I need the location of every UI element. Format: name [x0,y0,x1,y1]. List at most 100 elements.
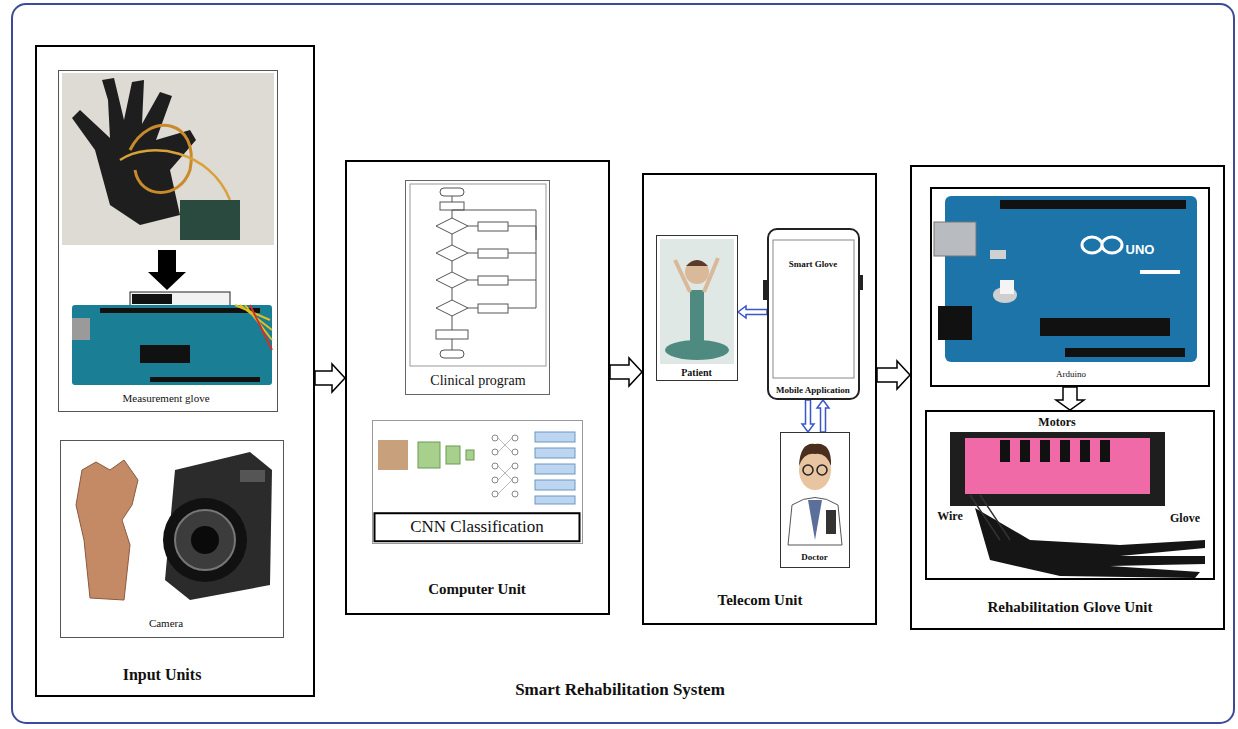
hand-photo [76,460,138,600]
patient-figure [686,260,708,266]
node-label: Smart Glove [789,259,838,269]
camcorder [163,498,247,582]
null [1100,440,1110,462]
node-label: Patient [681,367,712,379]
null [492,463,498,469]
link-arrow [817,400,829,432]
flowchart [410,184,546,366]
flowchart [478,249,508,258]
doctor-figure [788,498,842,546]
cnn-sketch [535,496,575,504]
outer-frame [12,4,1234,723]
flowchart [452,196,536,350]
null [492,477,498,483]
unit-box: Rehabilitation Glove Unit ArduinoMotorsWi… [910,165,1225,630]
arduino-board [938,306,972,340]
cnn-sketch [498,438,512,494]
arduino-board-small [100,308,260,313]
doctor-figure [826,510,836,534]
arduino-board [1082,237,1122,253]
phone-screen [773,240,854,378]
glove-photo [62,73,274,245]
image-panel: Measurement glove [58,70,278,412]
null [492,435,518,497]
image-panel: Doctor [780,432,850,568]
null [512,491,518,497]
node-label: Glove [1170,512,1200,526]
arduino-board [1000,200,1186,209]
null [512,435,518,441]
null [492,491,498,497]
image-panel: CNN Classification [372,420,583,544]
glove-device [975,508,1205,578]
link-arrow [738,306,767,318]
arduino-board [934,196,1197,362]
flowchart [440,202,464,210]
node-label: Wire [937,510,963,524]
cnn-sketch [535,464,575,474]
node-label: Mobile Application [776,385,850,395]
camcorder [163,452,272,600]
arduino-board-small [250,305,272,350]
arduino-board-small [130,292,230,306]
arduino-board-small [72,292,272,385]
node-label: Clinical program [430,373,525,389]
glove-device [970,495,1010,540]
node-label: Motors [1038,416,1075,430]
arduino-board [1140,270,1180,274]
null [1040,440,1050,462]
glove-device [965,438,1150,494]
patient-figure [685,260,709,284]
camcorder [191,526,219,554]
cnn-sketch [378,440,408,470]
glove-photo [180,200,240,240]
arduino-board-small [72,318,90,340]
cnn-sketch [535,448,575,458]
node-label: Arduino [1056,369,1086,379]
board-marking: UNO [1126,243,1155,258]
flowchart [440,350,464,358]
cnn-sketch [535,432,575,442]
null [492,449,498,455]
down-arrow [148,250,186,290]
phone-box: Smart GloveMobile Application [767,228,860,400]
arduino-board [934,222,976,256]
flowchart [436,245,468,261]
arduino-board-small [72,305,272,385]
node-label: Telecom Unit [718,592,803,609]
cnn-sketch [418,442,440,468]
cnn-sketch [535,480,575,490]
image-panel: Camera [60,440,284,638]
null [512,463,518,469]
node-label: Rehabilitation Glove Unit [987,599,1152,616]
flowchart [436,218,468,234]
flowchart [478,222,508,231]
camcorder [240,470,265,482]
camcorder [175,510,235,570]
null [1060,440,1070,462]
patient-figure [675,258,718,292]
block-arrow [1056,387,1084,410]
patient-figure [660,239,734,364]
null [1000,440,1010,462]
doctor-figure [817,465,827,475]
arduino-board [1000,280,1014,294]
null [512,477,518,483]
phone-screen [860,275,863,290]
block-arrow [877,361,910,389]
image-panel: MotorsWire Glove [925,410,1215,580]
flowchart [410,184,546,366]
phone-screen [763,240,863,378]
node-label: Computer Unit [428,581,526,598]
image-panel: Clinical program [405,180,550,395]
patient-figure [690,290,704,345]
image-panel: Patient [656,235,738,381]
arduino-board [990,250,1006,259]
cnn-sketch [466,450,474,460]
unit-box: Input UnitsMeasurement gloveCamera [35,45,315,697]
null [1000,440,1110,462]
cnn-sketch [378,432,575,504]
